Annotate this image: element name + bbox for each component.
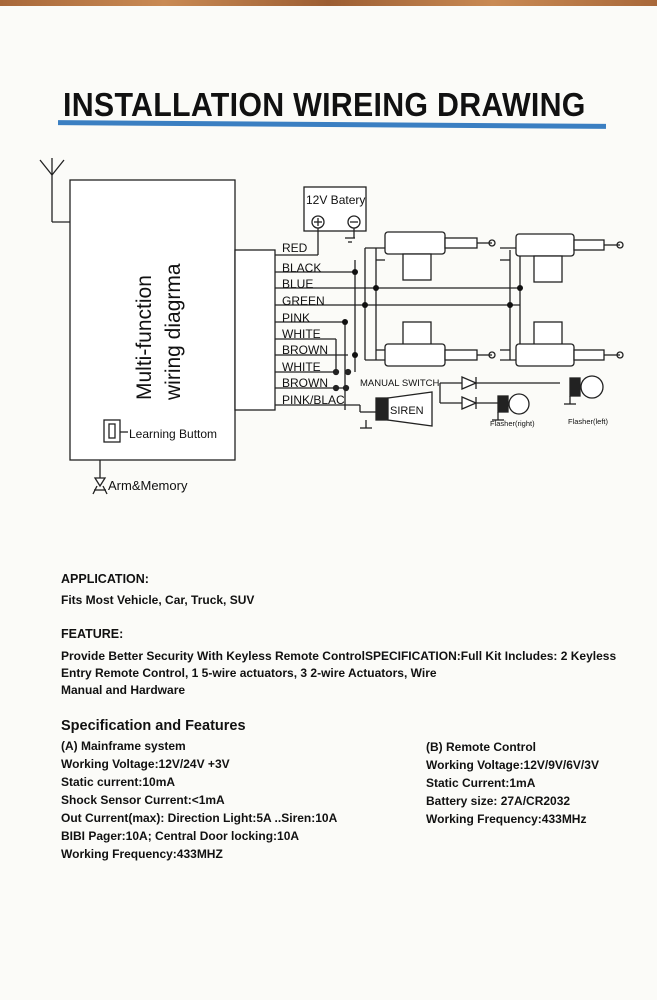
wire-label: BROWN — [282, 376, 328, 390]
wire-label: BLACK — [282, 261, 321, 275]
spec-line: Shock Sensor Current:<1mA — [61, 793, 225, 807]
mainframe-title: (A) Mainframe system — [61, 739, 186, 753]
learning-button-label: Learning Buttom — [129, 427, 217, 441]
feature-line: Entry Remote Control, 1 5-wire actuators… — [61, 666, 437, 680]
wire-label: PINK/BLAC — [282, 393, 345, 407]
battery-box — [303, 186, 367, 232]
spec-line: Static Current:1mA — [426, 776, 536, 790]
arm-memory-label: Arm&Memory — [108, 478, 188, 493]
wire-label: PINK — [282, 311, 310, 325]
diode-icon — [461, 396, 478, 410]
wire-label: RED — [282, 241, 308, 255]
flasher-left-label: Flasher(left) — [568, 417, 609, 426]
feature-heading: FEATURE: — [61, 627, 124, 641]
spec-line: BIBI Pager:10A; Central Door locking:10A — [61, 829, 300, 843]
flasher-right-icon — [492, 393, 530, 421]
wiring-diagram: 12V Batery RED BLACK BLUE GREEN PINK WHI… — [39, 158, 624, 495]
spec-line: Out Current(max): Direction Light:5A ..S… — [61, 811, 338, 825]
mainframe-spec: (A) Mainframe system Working Voltage:12V… — [61, 737, 337, 863]
wood-edge — [0, 0, 657, 6]
main-unit-box — [69, 179, 236, 461]
actuator-bottom-left — [384, 321, 496, 367]
wire-label: WHITE — [282, 360, 321, 374]
wire-label: WHITE — [282, 327, 321, 341]
feature-line: Manual and Hardware — [61, 683, 186, 697]
feature-line: Provide Better Security With Keyless Rem… — [61, 649, 617, 663]
battery-label: 12V Batery — [306, 193, 365, 207]
unit-label-line2: wiring diagrma — [162, 263, 185, 401]
spec-heading: Specification and Features — [61, 718, 246, 734]
page-title: INSTALLATION WIREING DRAWING — [63, 86, 586, 123]
siren-icon — [359, 391, 433, 429]
spec-line: Working Voltage:12V/9V/6V/3V — [426, 758, 599, 772]
wire-label: BROWN — [282, 343, 328, 357]
remote-spec: (B) Remote Control Working Voltage:12V/9… — [426, 738, 599, 828]
remote-title: (B) Remote Control — [426, 740, 536, 754]
siren-label: SIREN — [390, 405, 424, 417]
spec-line: Battery size: 27A/CR2032 — [426, 794, 571, 808]
wire-label: GREEN — [282, 294, 325, 308]
diode-icon — [461, 376, 478, 390]
actuator-bottom-right — [515, 321, 624, 367]
flasher-right-label: Flasher(right) — [490, 419, 535, 428]
application-heading: APPLICATION: — [61, 572, 149, 586]
wire-label: BLUE — [282, 277, 313, 291]
actuator-top-left — [384, 231, 496, 281]
spec-line: Working Frequency:433MHz — [426, 812, 587, 826]
flasher-left-icon — [564, 375, 604, 405]
actuator-top-right — [515, 233, 624, 283]
manual-switch-label: MANUAL SWITCH — [360, 378, 439, 389]
spec-line: Working Frequency:433MHZ — [61, 847, 223, 861]
unit-label-line1: Multi-function — [133, 275, 156, 400]
antenna-icon — [39, 158, 70, 223]
spec-line: Working Voltage:12V/24V +3V — [61, 757, 230, 771]
led-icon — [92, 460, 108, 495]
spec-line: Static current:10mA — [61, 775, 176, 789]
wire-connector — [234, 249, 276, 411]
application-text: Fits Most Vehicle, Car, Truck, SUV — [61, 593, 255, 607]
